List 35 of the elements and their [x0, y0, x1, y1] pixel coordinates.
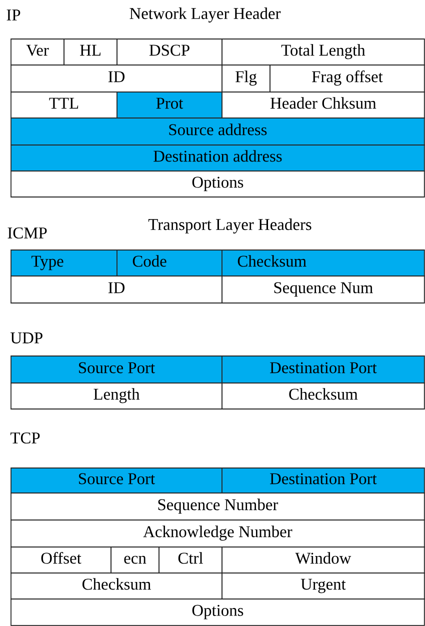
header-field: Options [10, 598, 425, 626]
section-heading: IP [6, 10, 20, 20]
header-field: Window [222, 546, 425, 574]
header-field: Checksum [222, 250, 425, 276]
header-field: Type [10, 250, 118, 276]
header-field: Acknowledge Number [10, 520, 425, 548]
header-field: Frag offset [270, 64, 425, 92]
header-field: Checksum [10, 572, 222, 600]
header-field: ecn [110, 546, 160, 574]
section-heading: Network Layer Header [130, 8, 281, 22]
header-field: Flg [222, 64, 270, 92]
section-heading: ICMP [8, 227, 47, 238]
header-field: Options [10, 170, 425, 198]
header-field: Length [10, 382, 222, 410]
section-heading: TCP [10, 432, 40, 444]
header-field: Destination Port [222, 356, 425, 384]
header-field: Sequence Number [10, 492, 425, 520]
header-field: Ctrl [158, 546, 222, 574]
header-field: Source Port [10, 356, 222, 384]
header-field: Checksum [222, 382, 425, 410]
header-field: ID [10, 276, 222, 304]
header-field: Ver [10, 38, 64, 66]
header-field: Sequence Num [222, 276, 425, 304]
header-field: Offset [10, 546, 112, 574]
section-heading: Transport Layer Headers [148, 218, 312, 234]
header-field: DSCP [116, 38, 222, 66]
header-field: Prot [116, 92, 222, 118]
header-field: Code [116, 250, 222, 276]
header-field: Urgent [222, 572, 425, 600]
header-field: Total Length [222, 38, 425, 66]
section-heading: UDP [10, 332, 42, 344]
header-field: Destination address [10, 144, 425, 172]
header-field: Destination Port [222, 468, 425, 494]
header-field: HL [64, 38, 118, 66]
header-field: Source Port [10, 468, 222, 494]
